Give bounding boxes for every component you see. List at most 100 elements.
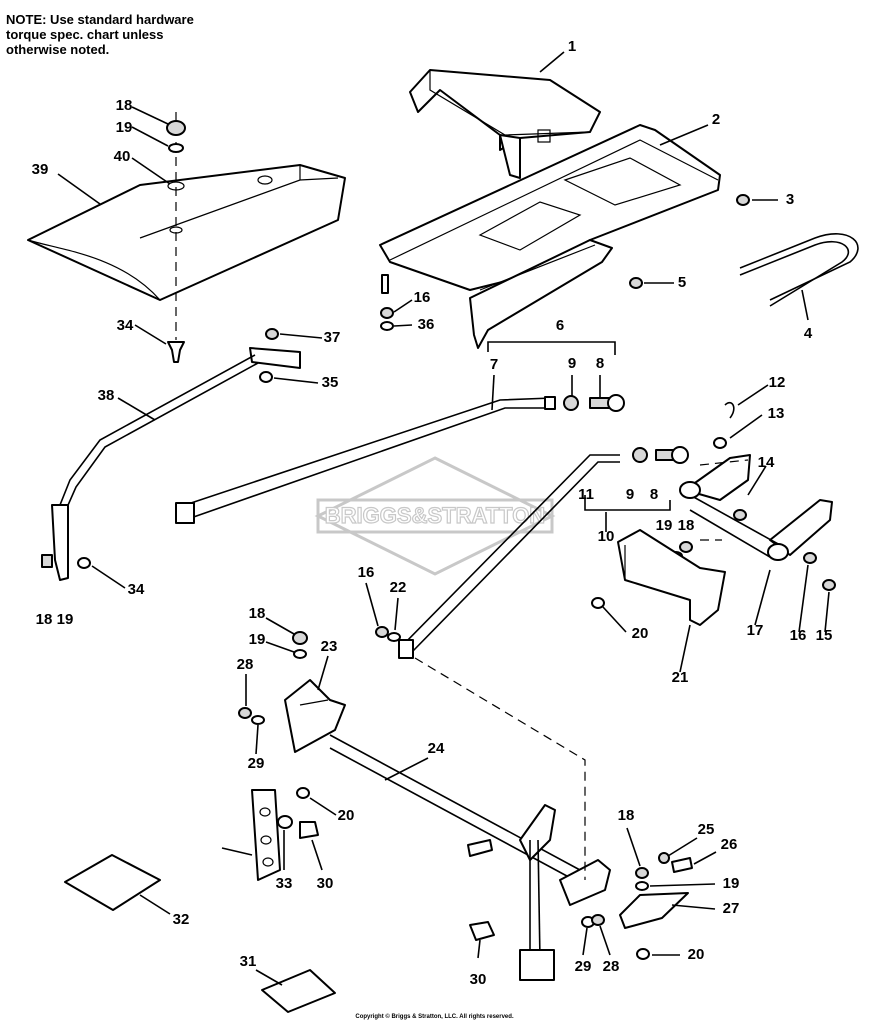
part-25-nut bbox=[658, 852, 670, 864]
part-38-rod bbox=[51, 347, 301, 581]
callout-8-lower: 8 bbox=[650, 486, 658, 503]
callout-25: 25 bbox=[698, 821, 715, 838]
callout-20-23: 20 bbox=[338, 807, 355, 824]
callout-26: 26 bbox=[721, 836, 738, 853]
callout-28-right: 28 bbox=[603, 958, 620, 975]
callout-27: 27 bbox=[723, 900, 740, 917]
part-19-washer-23 bbox=[293, 649, 307, 659]
part-24-shaft bbox=[329, 734, 611, 906]
callout-15: 15 bbox=[816, 627, 833, 644]
briggs-stratton-watermark: BRIGGS&STRATTON bbox=[314, 456, 556, 576]
callout-39: 39 bbox=[32, 161, 49, 178]
part-6-plate bbox=[469, 239, 613, 349]
part-18-nut-bracket bbox=[679, 541, 693, 553]
part-19-washer-lower bbox=[635, 881, 649, 891]
callout-40: 40 bbox=[114, 148, 131, 165]
callout-18-bracket: 18 bbox=[678, 517, 695, 534]
part-18-19-hardware-rod bbox=[41, 554, 53, 568]
part-12-clip bbox=[724, 401, 735, 419]
callout-33: 33 bbox=[276, 875, 293, 892]
callout-6: 6 bbox=[556, 317, 564, 334]
callout-8-upper: 8 bbox=[596, 355, 604, 372]
callout-10: 10 bbox=[598, 528, 615, 545]
part-7-rod bbox=[175, 396, 556, 524]
part-36-washer bbox=[380, 321, 394, 331]
callout-17: 17 bbox=[747, 622, 764, 639]
callout-22: 22 bbox=[390, 579, 407, 596]
part-17-shaft-assembly bbox=[679, 454, 833, 561]
part-5-screw bbox=[629, 277, 643, 289]
callout-13: 13 bbox=[768, 405, 785, 422]
callout-37: 37 bbox=[324, 329, 341, 346]
callout-16-right: 16 bbox=[790, 627, 807, 644]
part-28-nut-right bbox=[591, 914, 605, 926]
part-31-decal bbox=[261, 969, 336, 1013]
part-30-bolt-left bbox=[299, 821, 319, 839]
part-35-bolt bbox=[259, 371, 273, 383]
callout-16-upper: 16 bbox=[414, 289, 431, 306]
part-20-bolt-23 bbox=[296, 787, 310, 799]
callout-24: 24 bbox=[428, 740, 445, 757]
callout-5: 5 bbox=[678, 274, 686, 291]
callout-18-top: 18 bbox=[116, 97, 133, 114]
part-19-washer-top bbox=[168, 143, 184, 153]
callout-19-23: 19 bbox=[249, 631, 266, 648]
part-27-bracket bbox=[619, 892, 689, 929]
callout-30-right: 30 bbox=[470, 971, 487, 988]
callout-14: 14 bbox=[758, 454, 775, 471]
callout-19-rod: 19 bbox=[57, 611, 74, 628]
callout-12: 12 bbox=[769, 374, 786, 391]
callout-19-lower: 19 bbox=[723, 875, 740, 892]
callout-9-upper: 9 bbox=[568, 355, 576, 372]
part-4-belt bbox=[739, 233, 859, 307]
part-23-bracket bbox=[284, 679, 346, 753]
callout-28-left: 28 bbox=[237, 656, 254, 673]
callout-labels: 1 2 3 4 5 6 7 8 9 12 13 14 11 9 8 10 19 … bbox=[32, 38, 833, 988]
callout-23: 23 bbox=[321, 638, 338, 655]
callout-20-lower: 20 bbox=[688, 946, 705, 963]
callout-4: 4 bbox=[804, 325, 813, 342]
part-28-nut-left bbox=[238, 707, 252, 719]
callout-3: 3 bbox=[786, 191, 794, 208]
part-33-plate bbox=[221, 789, 281, 881]
part-18-nut-23 bbox=[292, 631, 308, 645]
callout-18-23: 18 bbox=[249, 605, 266, 622]
callout-38: 38 bbox=[98, 387, 115, 404]
part-20-bolt-lower bbox=[636, 948, 650, 960]
part-33-washer bbox=[277, 815, 293, 829]
part-29-washer-left bbox=[251, 715, 265, 725]
part-21-bracket bbox=[617, 529, 726, 626]
part-16-nut-right bbox=[803, 552, 817, 564]
part-2-frame bbox=[379, 124, 721, 294]
part-8-rod-end-lower bbox=[655, 446, 689, 464]
dashed-alignment-17 bbox=[699, 459, 749, 466]
part-32-decal bbox=[64, 854, 161, 911]
part-34-bolt-rod bbox=[77, 557, 91, 569]
callout-30-left: 30 bbox=[317, 875, 334, 892]
part-1-cover bbox=[409, 69, 601, 179]
callout-20-bracket: 20 bbox=[632, 625, 649, 642]
callout-11: 11 bbox=[578, 486, 594, 503]
part-8-rod-end-upper bbox=[589, 394, 625, 412]
copyright-notice: Copyright © Briggs & Stratton, LLC. All … bbox=[355, 1014, 514, 1020]
callout-19-top: 19 bbox=[116, 119, 133, 136]
part-22-washer bbox=[387, 632, 401, 642]
leader-lines bbox=[57, 51, 830, 986]
callout-1: 1 bbox=[568, 38, 576, 55]
part-9-nut-upper bbox=[563, 395, 579, 411]
callout-18-rod: 18 bbox=[36, 611, 53, 628]
svg-text:BRIGGS&STRATTON: BRIGGS&STRATTON bbox=[325, 503, 545, 528]
lever-assembly bbox=[467, 804, 556, 981]
torque-note: NOTE: Use standard hardware torque spec.… bbox=[6, 12, 194, 57]
part-18-nut-lower bbox=[635, 867, 649, 879]
callout-31: 31 bbox=[240, 953, 257, 970]
callout-7: 7 bbox=[490, 356, 498, 373]
callout-19-bracket: 19 bbox=[656, 517, 673, 534]
callout-9-lower: 9 bbox=[626, 486, 634, 503]
callout-2: 2 bbox=[712, 111, 720, 128]
callout-21: 21 bbox=[672, 669, 689, 686]
part-3-screw bbox=[736, 194, 750, 206]
dashed-alignment-24 bbox=[414, 657, 586, 880]
part-15-nut bbox=[822, 579, 836, 591]
part-30-bolt-right bbox=[469, 921, 495, 941]
